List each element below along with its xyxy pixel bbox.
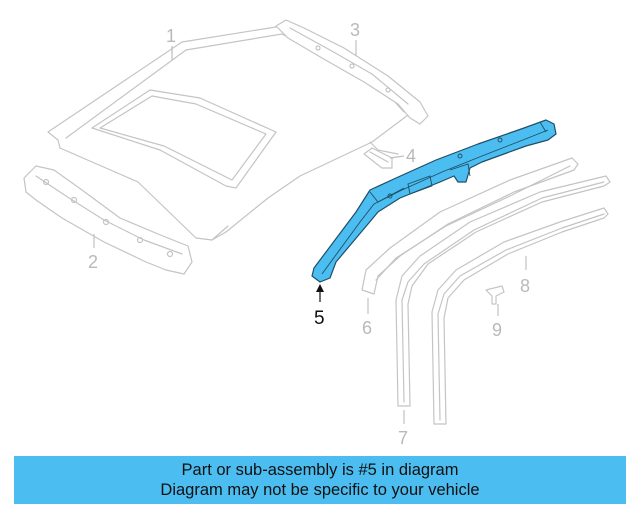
clip xyxy=(485,285,505,305)
callout-1: 1 xyxy=(166,26,176,46)
roof-rail-strip xyxy=(275,19,429,125)
weatherstrip xyxy=(431,207,609,425)
callout-3: 3 xyxy=(350,20,360,40)
pillar-trim-inner xyxy=(361,157,579,295)
roof-side-rail-part-5 xyxy=(311,119,557,283)
leader-5-arrow xyxy=(316,284,324,292)
leader-4 xyxy=(389,155,405,159)
banner-line-1: Part or sub-assembly is #5 in diagram xyxy=(181,461,459,479)
callout-4: 4 xyxy=(406,146,416,166)
callout-7: 7 xyxy=(398,428,408,448)
callout-8: 8 xyxy=(520,276,530,296)
callout-9: 9 xyxy=(492,320,502,340)
info-banner: Part or sub-assembly is #5 in diagram Di… xyxy=(14,456,626,504)
roof-panel xyxy=(47,25,413,241)
parts-diagram: 1 2 3 4 5 6 7 8 9 xyxy=(23,19,611,448)
callout-2: 2 xyxy=(88,252,98,272)
rail-bracket xyxy=(363,147,393,169)
banner-line-2: Diagram may not be specific to your vehi… xyxy=(160,481,480,499)
callout-5: 5 xyxy=(314,308,325,329)
pillar-molding xyxy=(395,175,611,407)
front-header xyxy=(23,165,193,275)
callout-6: 6 xyxy=(362,318,372,338)
